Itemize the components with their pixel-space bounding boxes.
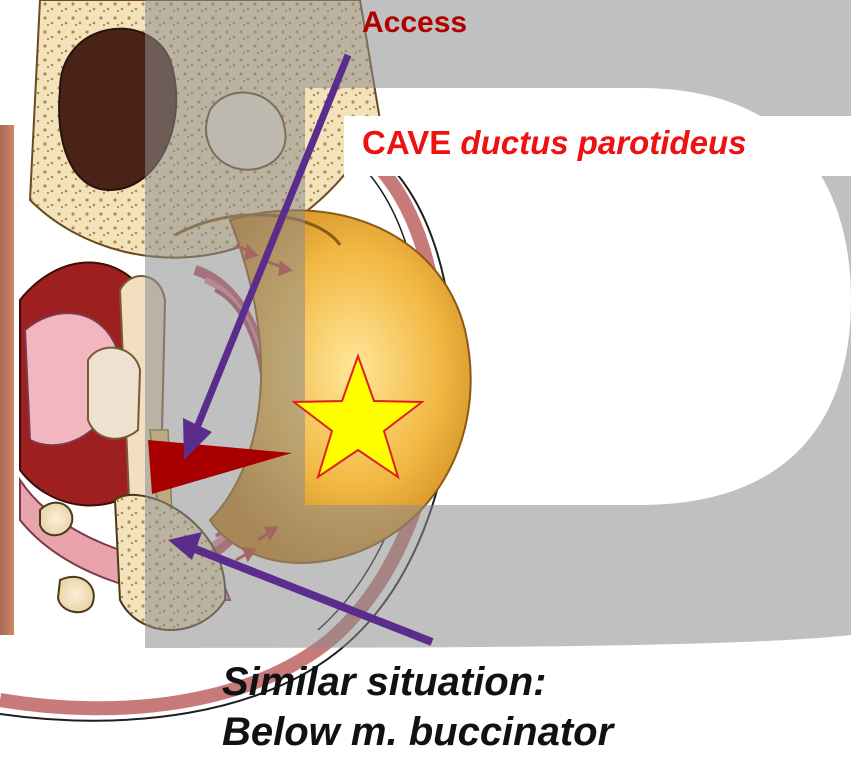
backdrop-letter-d xyxy=(145,0,851,648)
cave-label: CAVE ductus parotideus xyxy=(344,116,851,176)
cave-prefix: CAVE xyxy=(362,124,451,161)
access-label: Access xyxy=(362,6,467,40)
cave-term: ductus parotideus xyxy=(460,124,746,161)
below-buccinator-label: Below m. buccinator xyxy=(222,710,613,755)
similar-situation-label: Similar situation: xyxy=(222,660,547,705)
cheek-musculature xyxy=(0,125,14,635)
